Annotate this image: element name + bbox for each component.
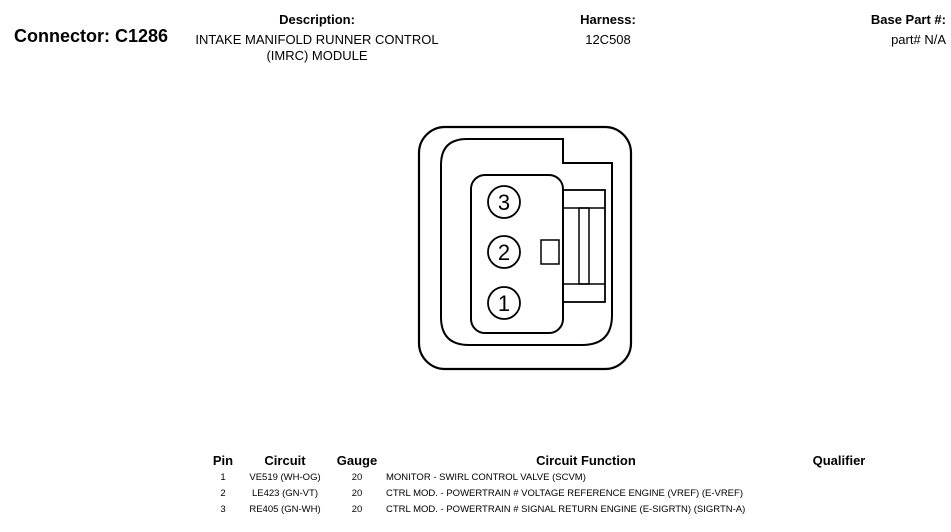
pin-table-header: Pin Circuit Gauge Circuit Function Quali…	[208, 451, 888, 471]
header-circuit-function: Circuit Function	[536, 453, 636, 468]
connector-title: Connector: C1286	[14, 26, 169, 46]
pin-2: 2	[487, 235, 521, 269]
row-gauge: 20	[351, 504, 363, 515]
row-qualifier	[790, 471, 888, 487]
base-part-value: part# N/A	[891, 32, 946, 47]
table-row: 3 RE405 (GN-WH) 20 CTRL MOD. - POWERTRAI…	[208, 503, 888, 519]
header-circuit: Circuit	[264, 453, 306, 468]
header-qualifier: Qualifier	[812, 453, 866, 468]
pin-table: Pin Circuit Gauge Circuit Function Quali…	[208, 451, 888, 519]
pin-1-label: 1	[498, 291, 510, 316]
harness-label: Harness:	[580, 12, 636, 27]
description-label: Description:	[279, 12, 355, 27]
pin-2-label: 2	[498, 240, 510, 265]
row-pin: 2	[220, 488, 226, 499]
row-circuit: VE519 (WH-OG)	[249, 472, 321, 483]
row-pin: 3	[220, 504, 226, 515]
base-part-label: Base Part #:	[870, 12, 946, 27]
row-qualifier	[790, 503, 888, 519]
header-gauge: Gauge	[336, 453, 378, 468]
row-qualifier	[790, 487, 888, 503]
description-value: INTAKE MANIFOLD RUNNER CONTROL (IMRC) MO…	[195, 32, 439, 63]
connector-face-diagram: 3 2 1	[417, 125, 633, 371]
row-gauge: 20	[351, 472, 363, 483]
pin-1: 1	[487, 286, 521, 320]
harness-block: Harness: 12C508	[548, 12, 668, 47]
row-circuit: LE423 (GN-VT)	[252, 488, 318, 499]
table-row: 1 VE519 (WH-OG) 20 MONITOR - SWIRL CONTR…	[208, 471, 888, 487]
pin-2-circle	[487, 235, 521, 269]
pin-1-circle	[487, 286, 521, 320]
row-circuit: RE405 (GN-WH)	[249, 504, 321, 515]
table-row: 2 LE423 (GN-VT) 20 CTRL MOD. - POWERTRAI…	[208, 487, 888, 503]
row-function: MONITOR - SWIRL CONTROL VALVE (SCVM)	[386, 472, 586, 483]
base-part-block: Base Part #: part# N/A	[820, 12, 946, 47]
row-pin: 1	[220, 472, 226, 483]
pin-3-circle	[487, 185, 521, 219]
description-block: Description: INTAKE MANIFOLD RUNNER CONT…	[186, 12, 448, 64]
row-function: CTRL MOD. - POWERTRAIN # SIGNAL RETURN E…	[386, 504, 746, 515]
locking-tab	[540, 189, 606, 303]
header-pin: Pin	[212, 453, 234, 468]
pin-3-label: 3	[498, 190, 510, 215]
pin-3: 3	[487, 185, 521, 219]
harness-value: 12C508	[585, 32, 631, 47]
row-function: CTRL MOD. - POWERTRAIN # VOLTAGE REFEREN…	[386, 488, 743, 499]
row-gauge: 20	[351, 488, 363, 499]
